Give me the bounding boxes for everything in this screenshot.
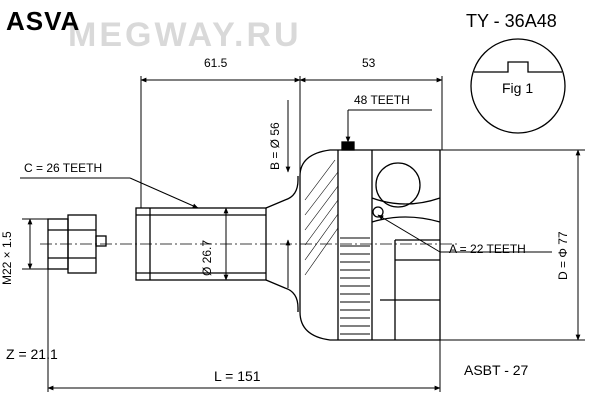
fig1-symbol <box>470 38 566 134</box>
abs-teeth-label: 48 TEETH <box>354 93 410 107</box>
abs-teeth-leader <box>345 109 432 143</box>
housing-hatch <box>304 159 339 276</box>
a-teeth-label: A = 22 TEETH <box>449 242 526 256</box>
shaft-diameter-label: Ø 26.7 <box>200 239 214 276</box>
thread-label: M22 × 1.5 <box>0 231 14 285</box>
shaft-outline <box>47 176 299 312</box>
l-dimension <box>47 269 441 392</box>
c-teeth-leader <box>20 177 199 209</box>
l-value-label: L = 151 <box>214 368 261 384</box>
abs-ring <box>340 237 370 335</box>
watermark-text: MEGWAY.RU <box>68 16 302 54</box>
a-teeth-leader <box>377 214 552 253</box>
d-diameter-dim <box>440 149 585 341</box>
top-extension-lines <box>140 76 443 208</box>
len-left-label: 61.5 <box>204 56 228 70</box>
thread-dim <box>22 218 48 270</box>
d-diameter-label: D = Φ 77 <box>556 231 570 280</box>
b-diameter-label: B = Ø 56 <box>268 122 282 170</box>
len-right-label: 53 <box>362 56 376 70</box>
fig1-label: Fig 1 <box>502 80 534 96</box>
ref-code-label: ASBT - 27 <box>464 362 529 378</box>
part-number: TY - 36A48 <box>466 11 557 31</box>
z-value-label: Z = 21.1 <box>6 346 58 362</box>
brand-label: ASVA <box>6 6 81 36</box>
c-teeth-label: C = 26 TEETH <box>24 161 103 175</box>
